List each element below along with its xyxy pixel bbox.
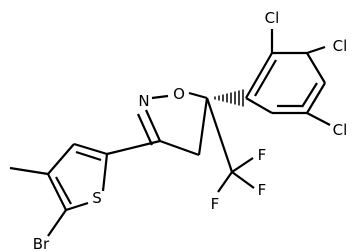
bond-th3-th4 — [47, 143, 75, 175]
bond-ar6-ar1 — [245, 97, 273, 114]
atom-br: Br — [33, 235, 50, 252]
bond-th-double-1 — [75, 150, 102, 162]
atom-cl-mid: Cl — [333, 37, 348, 55]
bond-c3-c4 — [159, 139, 200, 157]
bond-ar1-ar2 — [245, 52, 273, 99]
atom-labels: Cl Cl Cl O N S Br F F F — [33, 9, 348, 252]
atom-cl-bot: Cl — [333, 121, 348, 139]
bond-th4-methyl — [9, 166, 49, 176]
atom-s: S — [92, 189, 102, 207]
bond-n-c3 — [144, 109, 162, 142]
atom-f1: F — [258, 146, 267, 164]
bond-ar-double-2 — [301, 82, 318, 108]
bonds — [9, 29, 331, 237]
atom-o: O — [173, 85, 185, 103]
bond-ar-double-1 — [254, 59, 277, 97]
bond-o-n — [151, 94, 169, 100]
atom-f3: F — [211, 195, 220, 213]
bond-ar3-ar4 — [306, 52, 326, 84]
bond-n-c3-double — [136, 113, 154, 146]
bond-cf3-f1 — [231, 157, 254, 173]
bond-s-th2 — [101, 153, 109, 192]
bond-c5-o — [188, 91, 208, 100]
bond-c5-cf3 — [205, 97, 234, 173]
bond-th-double-2 — [55, 176, 72, 205]
bond-th2-th3 — [73, 142, 108, 156]
bond-th4-th5 — [47, 173, 67, 211]
bond-ar4-ar5 — [306, 82, 326, 114]
bond-c3-thio — [106, 139, 161, 156]
bond-ar3-cl-mid — [306, 45, 326, 55]
bond-cf3-f2 — [231, 171, 255, 189]
bond-th5-s — [65, 201, 89, 212]
bond-ar5-cl-bot — [306, 112, 331, 126]
bond-th5-br — [47, 209, 67, 237]
atom-cl-top: Cl — [265, 9, 280, 27]
hashed-wedge-c5-aryl — [214, 89, 244, 107]
bond-c4-c5 — [197, 97, 209, 156]
bond-cf3-f3 — [217, 171, 233, 193]
atom-f2: F — [258, 181, 267, 199]
atom-n: N — [138, 92, 149, 110]
